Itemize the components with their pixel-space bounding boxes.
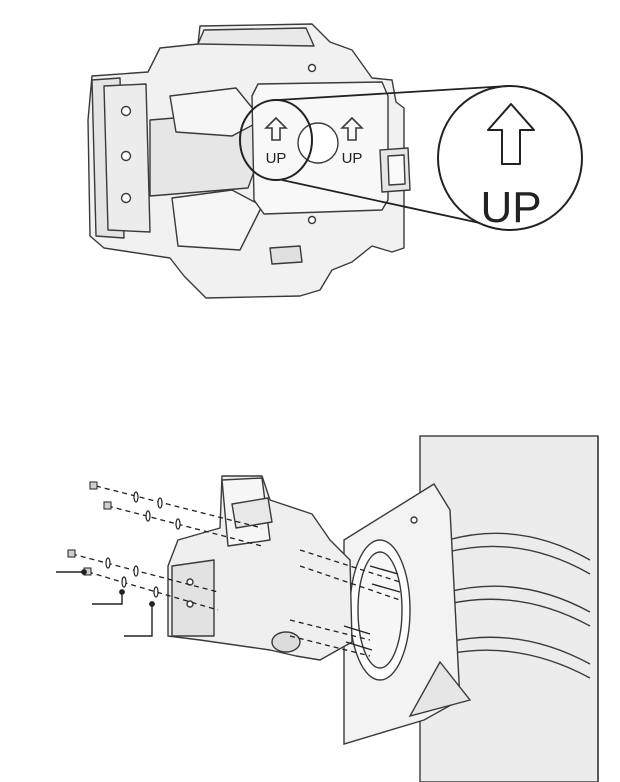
bolt-hole: [309, 217, 316, 224]
bracket-bolt: [272, 632, 300, 652]
leader-dot: [120, 590, 124, 594]
bottom-bolt: [270, 246, 302, 264]
washer: [106, 558, 110, 568]
washer: [176, 519, 180, 529]
zoom-up-label: UP: [480, 183, 541, 232]
washer: [146, 511, 150, 521]
mounting-bracket-side-view: [168, 476, 352, 660]
hardware-nuts: [68, 482, 111, 575]
leader-dot: [150, 602, 154, 606]
bolt-hole: [122, 152, 131, 161]
washer: [122, 577, 126, 587]
bracket-latch: [232, 498, 272, 528]
plate-hole: [411, 517, 417, 523]
pole-mount-plate: [344, 484, 470, 744]
washer: [134, 492, 138, 502]
latch-inner: [388, 155, 405, 185]
nut: [90, 482, 97, 489]
bolt-hole: [122, 194, 131, 203]
up-label-left: UP: [266, 150, 287, 167]
washer: [134, 566, 138, 576]
center-hole: [298, 123, 338, 163]
callout-leaders: [56, 570, 154, 636]
up-label-right: UP: [342, 150, 363, 167]
leader-dot: [82, 570, 86, 574]
bolt-hole: [309, 65, 316, 72]
leader-line-3: [124, 604, 152, 636]
bolt-hole: [122, 107, 131, 116]
washer: [154, 587, 158, 597]
nut: [104, 502, 111, 509]
leader-line-2: [92, 592, 122, 604]
washer: [158, 498, 162, 508]
top-handle: [198, 28, 314, 46]
nut: [68, 550, 75, 557]
